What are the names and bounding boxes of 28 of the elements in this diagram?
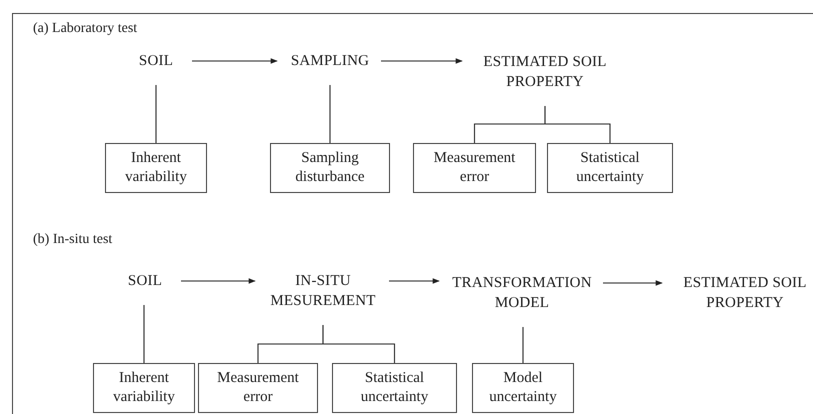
uncertainty-box: Inherent variability xyxy=(105,143,207,193)
uncertainty-box: Statistical uncertainty xyxy=(332,363,457,413)
connector-line xyxy=(544,106,611,143)
stage-label: SOIL xyxy=(115,271,175,291)
uncertainty-box: Model uncertainty xyxy=(472,363,574,413)
uncertainty-box: Inherent variability xyxy=(93,363,195,413)
stage-label: SAMPLING xyxy=(285,51,375,71)
arrow xyxy=(389,278,440,284)
arrow xyxy=(181,278,256,284)
arrow xyxy=(192,58,278,64)
connector-line xyxy=(155,85,157,143)
uncertainty-box: Measurement error xyxy=(413,143,536,193)
stage-label: ESTIMATED SOIL PROPERTY xyxy=(670,273,813,313)
connector-line xyxy=(322,325,396,363)
section-heading: (b) In-situ test xyxy=(33,231,112,249)
arrow xyxy=(381,58,463,64)
uncertainty-box: Measurement error xyxy=(198,363,318,413)
stage-label: ESTIMATED SOIL PROPERTY xyxy=(470,52,620,92)
uncertainty-box: Statistical uncertainty xyxy=(547,143,673,193)
connector-line xyxy=(143,305,145,363)
stage-label: IN-SITU MESUREMENT xyxy=(263,271,383,311)
connector-line xyxy=(329,85,331,143)
stage-label: SOIL xyxy=(126,51,186,71)
section-heading: (a) Laboratory test xyxy=(33,20,138,38)
connector-line xyxy=(522,327,524,363)
stage-label: TRANSFORMATION MODEL xyxy=(447,273,597,313)
uncertainty-box: Sampling disturbance xyxy=(270,143,390,193)
arrow xyxy=(603,280,663,286)
